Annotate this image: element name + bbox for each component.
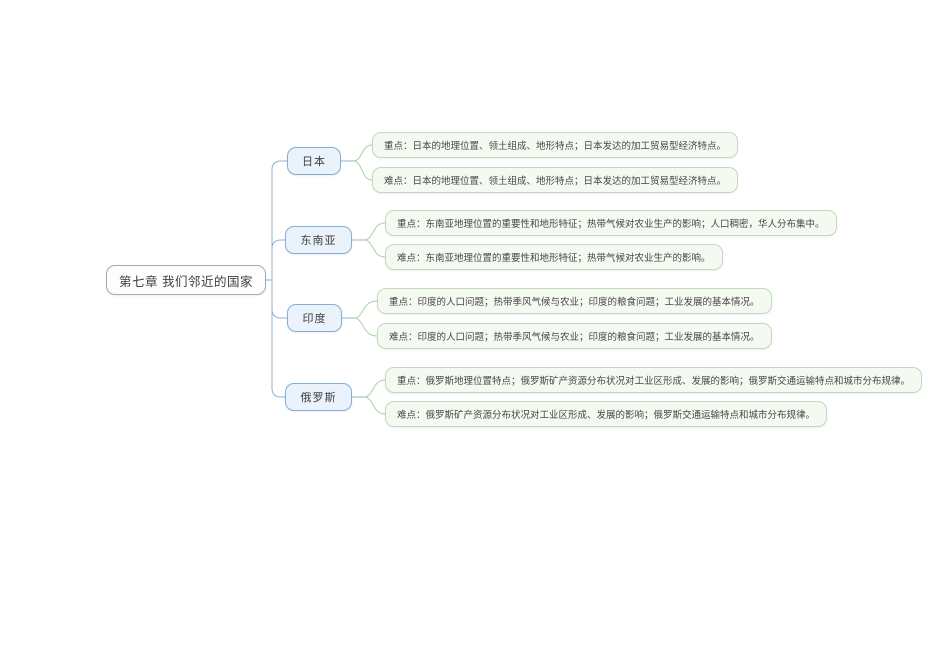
leaf-node-india-difficulties[interactable]: 难点：印度的人口问题；热带季风气候与农业；印度的粮食问题；工业发展的基本情况。 [377,323,772,349]
branch-node-india[interactable]: 印度 [287,304,342,332]
leaf-text-japan-keypoints: 重点：日本的地理位置、领土组成、地形特点；日本发达的加工贸易型经济特点。 [384,141,727,152]
branch-label-russia: 俄罗斯 [300,392,337,404]
leaf-node-russia-keypoints[interactable]: 重点：俄罗斯地理位置特点；俄罗斯矿产资源分布状况对工业区形成、发展的影响；俄罗斯… [385,367,923,393]
root-node-label: 第七章 我们邻近的国家 [119,274,253,289]
leaf-node-japan-difficulties[interactable]: 难点：日本的地理位置、领土组成、地形特点；日本发达的加工贸易型经济特点。 [372,167,739,193]
leaf-text-southeast-asia-keypoints: 重点：东南亚地理位置的重要性和地形特征；热带气候对农业生产的影响；人口稠密，华人… [397,219,825,230]
branch-node-southeast-asia[interactable]: 东南亚 [285,226,352,254]
branch-label-japan: 日本 [302,156,326,168]
branch-label-southeast-asia: 东南亚 [300,235,337,247]
root-node-chapter7[interactable]: 第七章 我们邻近的国家 [106,265,266,295]
leaf-node-russia-difficulties[interactable]: 难点：俄罗斯矿产资源分布状况对工业区形成、发展的影响；俄罗斯交通运输特点和城市分… [385,401,828,427]
leaf-node-southeast-asia-keypoints[interactable]: 重点：东南亚地理位置的重要性和地形特征；热带气候对农业生产的影响；人口稠密，华人… [385,210,837,236]
leaf-node-india-keypoints[interactable]: 重点：印度的人口问题；热带季风气候与农业；印度的粮食问题；工业发展的基本情况。 [377,288,772,314]
branch-label-india: 印度 [302,313,327,325]
leaf-text-russia-keypoints: 重点：俄罗斯地理位置特点；俄罗斯矿产资源分布状况对工业区形成、发展的影响；俄罗斯… [397,376,911,387]
leaf-text-india-difficulties: 难点：印度的人口问题；热带季风气候与农业；印度的粮食问题；工业发展的基本情况。 [389,332,760,343]
leaf-node-japan-keypoints[interactable]: 重点：日本的地理位置、领土组成、地形特点；日本发达的加工贸易型经济特点。 [372,132,739,158]
leaf-text-russia-difficulties: 难点：俄罗斯矿产资源分布状况对工业区形成、发展的影响；俄罗斯交通运输特点和城市分… [397,410,816,421]
leaf-text-japan-difficulties: 难点：日本的地理位置、领土组成、地形特点；日本发达的加工贸易型经济特点。 [384,176,727,187]
leaf-text-southeast-asia-difficulties: 难点：东南亚地理位置的重要性和地形特征；热带气候对农业生产的影响。 [397,253,711,264]
branch-node-japan[interactable]: 日本 [287,147,341,175]
branch-node-russia[interactable]: 俄罗斯 [285,383,352,411]
leaf-node-southeast-asia-difficulties[interactable]: 难点：东南亚地理位置的重要性和地形特征；热带气候对农业生产的影响。 [385,244,723,270]
leaf-text-india-keypoints: 重点：印度的人口问题；热带季风气候与农业；印度的粮食问题；工业发展的基本情况。 [389,297,760,308]
blue-connectors [261,160,364,398]
